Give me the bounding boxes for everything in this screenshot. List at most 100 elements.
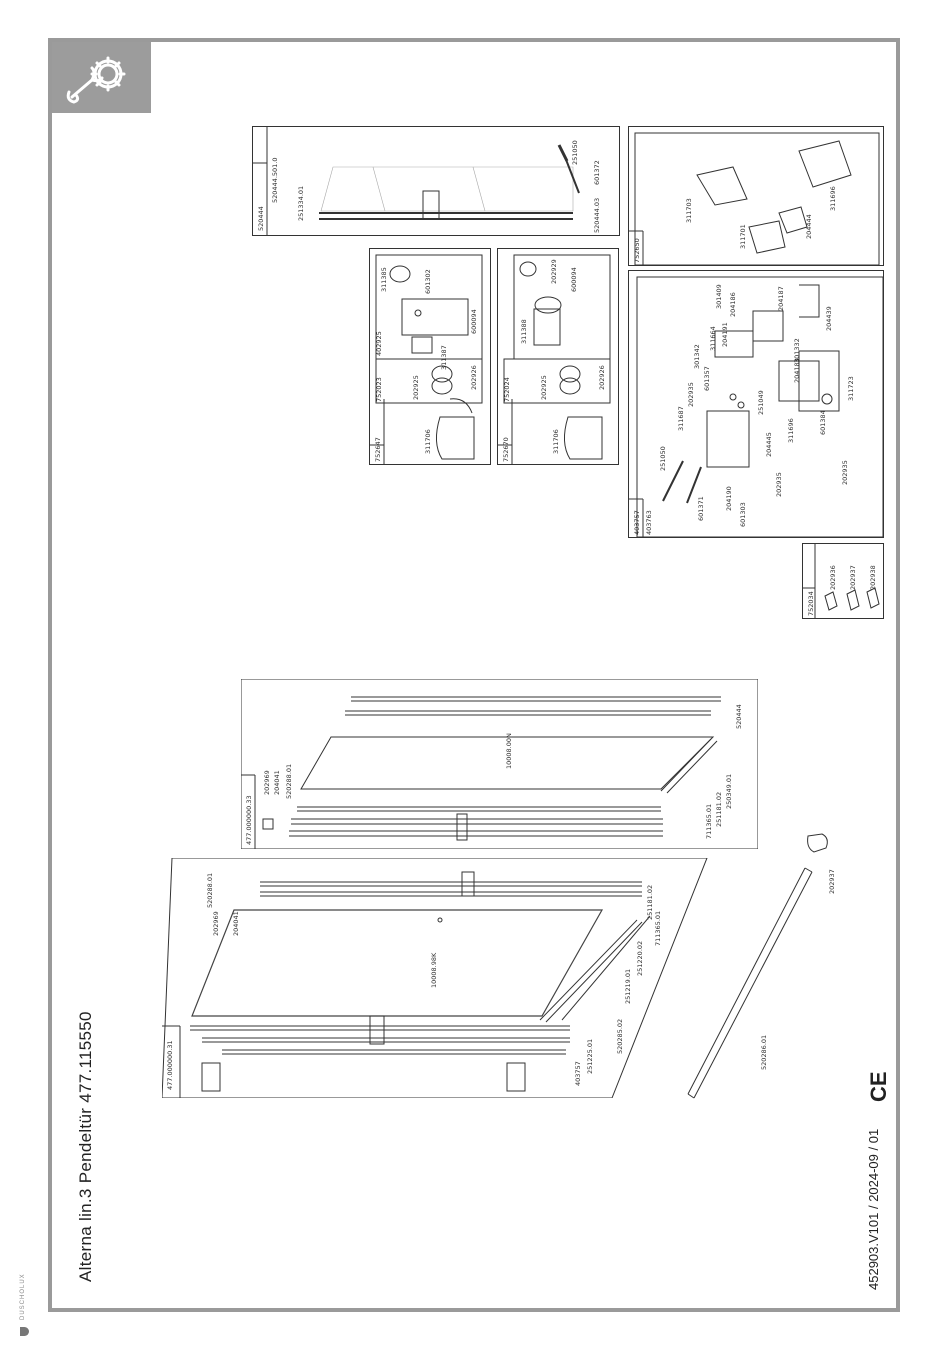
part-label: 204439 <box>825 306 833 331</box>
part-label: 251049 <box>757 390 765 415</box>
rod-assembly: 520286.01 202937 <box>680 826 840 1106</box>
part-label: 301342 <box>693 344 701 369</box>
assembly-477-31-code: 477.000000.31 <box>166 1040 174 1090</box>
part-label: 601357 <box>703 366 711 391</box>
part-label: 311703 <box>685 198 693 223</box>
kit-752024-code: 752024 <box>503 377 511 402</box>
kit-520444: 520444 520444.501.0 251334.01 251050 601… <box>252 126 620 236</box>
part-label: 202935 <box>841 460 849 485</box>
part-label: 202929 <box>550 259 558 284</box>
ce-mark: CE <box>866 1071 891 1102</box>
wrench-gear-icon <box>66 56 126 104</box>
part-label: 601384 <box>819 410 827 435</box>
part-label: 204444 <box>805 214 813 239</box>
part-label: 10008.98K <box>430 952 438 988</box>
kit-752650: 752650 311703 311701 204444 311696 <box>628 126 884 266</box>
part-label: 520285.02 <box>616 1018 624 1054</box>
assembly-477-33-drawing <box>240 678 759 850</box>
kit-752023-code: 752023 <box>375 377 383 402</box>
part-label: 601302 <box>424 269 432 294</box>
part-label: 202926 <box>470 365 478 390</box>
part-label: 204183 <box>793 358 801 383</box>
kit-752650-code: 752650 <box>633 238 641 263</box>
part-label: 202925 <box>540 375 548 400</box>
assembly-477-33-code: 477.000000.33 <box>245 795 253 845</box>
doc-number: 452903.V101 / 2024-09 / 01 <box>866 1128 881 1290</box>
part-label: 202936 <box>829 565 837 590</box>
page-title: Alterna lin.3 Pendeltür 477.115550 <box>76 1011 95 1282</box>
kit-752034-code: 752034 <box>807 591 815 616</box>
tools-badge <box>52 42 151 113</box>
part-label: 520288.01 <box>285 763 293 799</box>
kit-403757-code: 403757 <box>633 510 641 535</box>
kit-752670-drawing <box>498 254 611 464</box>
part-label: 204187 <box>777 286 785 311</box>
part-label: 204445 <box>765 432 773 457</box>
part-label: 311706 <box>552 429 560 454</box>
kit-403757: 403757 403763 251050 601371 204190 60130… <box>628 270 884 538</box>
rod-drawing <box>687 833 828 1099</box>
part-label: 250349.01 <box>725 773 733 809</box>
part-label: 251050 <box>571 140 579 165</box>
part-label: 204041 <box>232 911 240 936</box>
part-label: 202937 <box>849 565 857 590</box>
part-label: 711365.01 <box>654 910 662 946</box>
part-label: 600094 <box>570 267 578 292</box>
part-label: 202937 <box>828 869 836 894</box>
kit-752034-drawing <box>803 544 880 618</box>
part-label: 202969 <box>263 770 271 795</box>
kit-752647-code: 752647 <box>374 437 382 462</box>
kit-752650-drawing <box>629 132 880 265</box>
part-label: 311664 <box>709 326 717 351</box>
part-label: 311696 <box>787 418 795 443</box>
part-label: 251334.01 <box>297 185 305 221</box>
part-label: 403757 <box>574 1061 582 1086</box>
part-label: 251050 <box>659 446 667 471</box>
part-label: 301409 <box>715 284 723 309</box>
part-label: 251219.01 <box>624 968 632 1004</box>
part-label: 311723 <box>847 376 855 401</box>
part-label: 601303 <box>739 502 747 527</box>
part-label: 202935 <box>687 382 695 407</box>
part-label: 311388 <box>520 319 528 344</box>
part-label: 311706 <box>424 429 432 454</box>
duscholux-logo-icon <box>20 1327 29 1336</box>
part-label: 311387 <box>440 345 448 370</box>
part-label: 202925 <box>412 375 420 400</box>
kit-752670-code: 752670 <box>502 437 510 462</box>
part-label: 600094 <box>470 309 478 334</box>
part-label: 520286.01 <box>760 1034 768 1070</box>
part-label: 204191 <box>721 322 729 347</box>
part-label: 601371 <box>697 496 705 521</box>
part-label: 311701 <box>739 224 747 249</box>
kit-752647-drawing <box>370 254 483 464</box>
part-label: 204186 <box>729 292 737 317</box>
part-label: 204190 <box>725 486 733 511</box>
kit-752034: 752034 202936 202937 202938 <box>802 543 884 619</box>
part-label: 251225.01 <box>586 1038 594 1074</box>
part-label: 251181.02 <box>646 884 654 920</box>
part-label: 251181.02 <box>715 791 723 827</box>
part-label: 311385 <box>380 267 388 292</box>
kit-403757-drawing <box>629 276 883 537</box>
part-label: 520288.01 <box>206 872 214 908</box>
kit-403763-code: 403763 <box>645 510 653 535</box>
part-label: 520444 <box>735 704 743 729</box>
part-label: 202938 <box>869 565 877 590</box>
part-label: 202926 <box>598 365 606 390</box>
part-label: 204041 <box>273 770 281 795</box>
kit-402925-code: 402925 <box>375 331 383 356</box>
part-label: 10008.00N <box>505 733 513 769</box>
kit-752670: 752670 311706 <box>497 248 619 465</box>
part-label: 202935 <box>775 472 783 497</box>
part-label: 601372 <box>593 160 601 185</box>
part-label: 202969 <box>212 911 220 936</box>
assembly-477-33: 477.000000.33 202969 204041 520288.01 10… <box>240 678 759 850</box>
part-label: 251220.02 <box>636 940 644 976</box>
page-frame <box>48 38 900 1312</box>
part-label: 520444.501.0 <box>271 157 279 204</box>
kit-520444-drawing <box>253 127 580 235</box>
part-label: 311687 <box>677 406 685 431</box>
kit-752647: 752647 311706 <box>369 248 491 465</box>
assembly-477-31: 477.000000.31 520288.01 202969 204041 25… <box>161 857 734 1099</box>
